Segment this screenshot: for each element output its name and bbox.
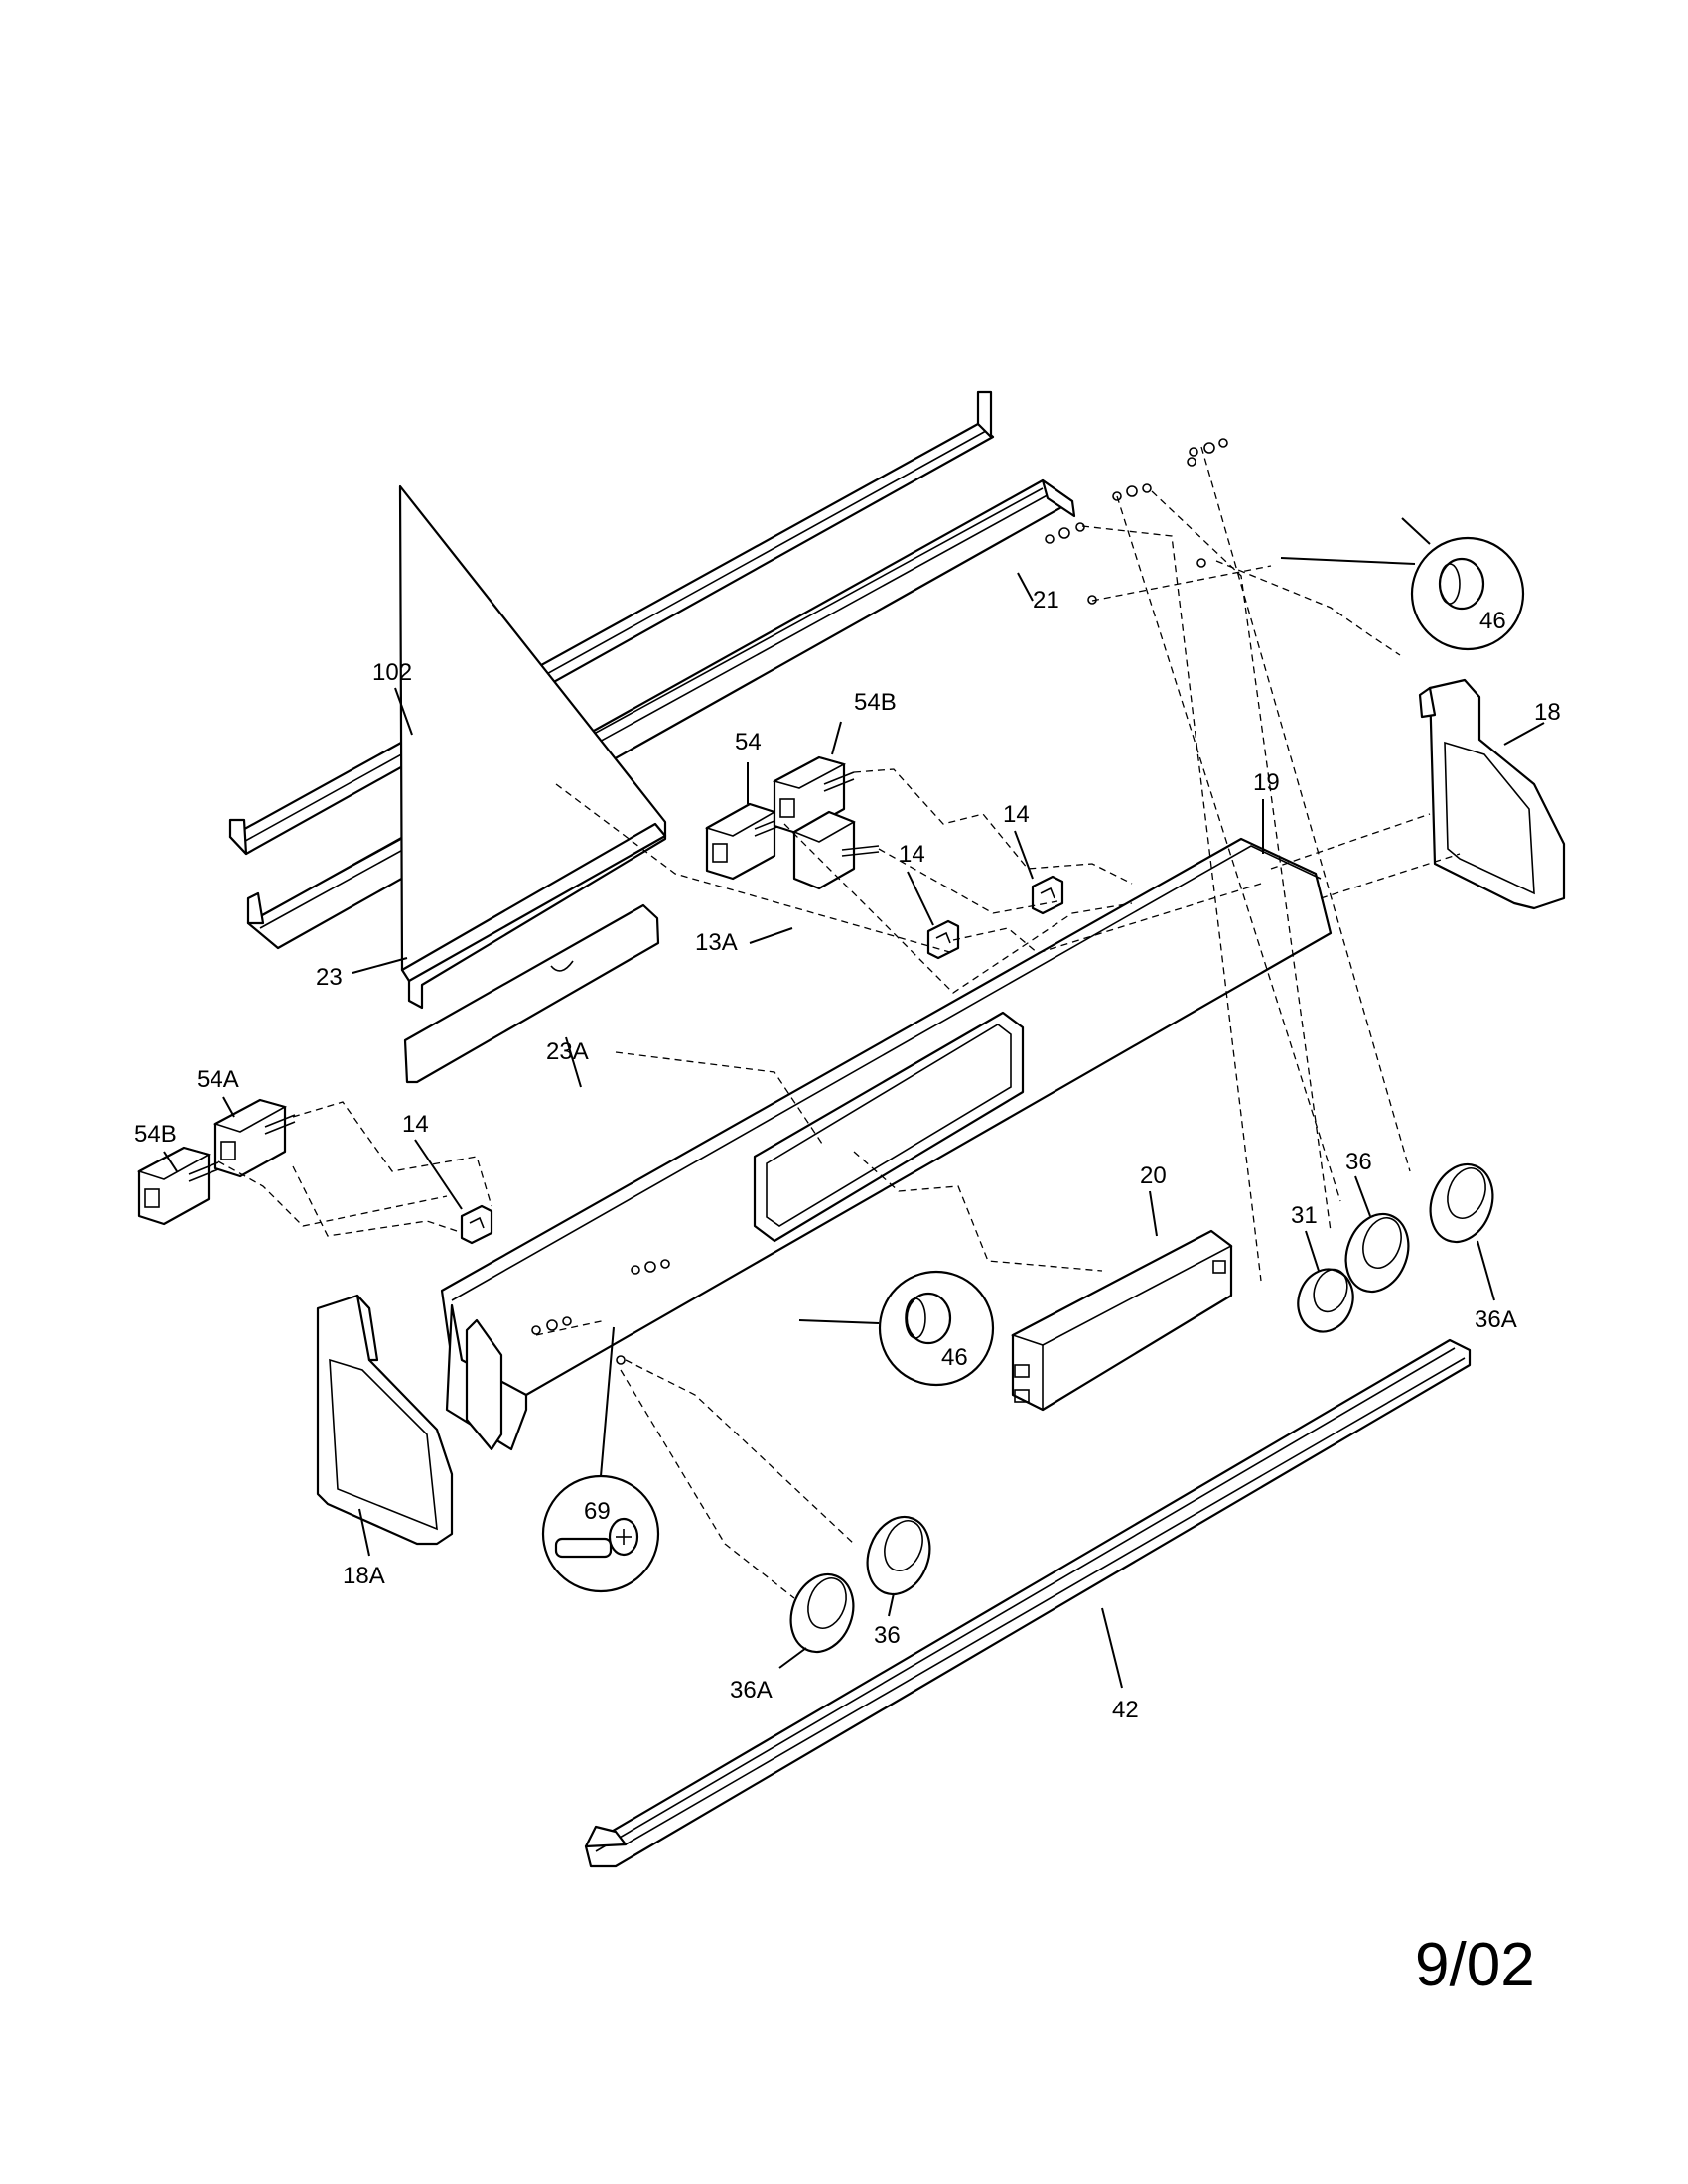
callout-54: 54 bbox=[735, 729, 762, 755]
part-46-detail-mid bbox=[798, 1270, 995, 1387]
callout-13a: 13A bbox=[695, 929, 738, 956]
part-46-detail-right bbox=[1280, 517, 1525, 651]
part-14-clip-b bbox=[926, 919, 960, 960]
callout-23: 23 bbox=[316, 964, 343, 991]
callout-21: 21 bbox=[1033, 587, 1059, 614]
callout-19: 19 bbox=[1253, 769, 1280, 796]
callout-31: 31 bbox=[1291, 1202, 1318, 1229]
part-31-knob bbox=[1297, 1268, 1354, 1333]
part-19-control-panel bbox=[440, 837, 1333, 1451]
leader-lines bbox=[163, 572, 1545, 1689]
callout-54b-left: 54B bbox=[134, 1121, 177, 1148]
callout-46-right: 46 bbox=[1479, 608, 1506, 634]
part-14-clip-a bbox=[1031, 875, 1064, 915]
part-36-knob-bottom bbox=[866, 1515, 931, 1596]
part-21-rear-channel bbox=[246, 478, 1076, 950]
callout-46-mid: 46 bbox=[941, 1344, 968, 1371]
part-69-screw-detail bbox=[541, 1326, 660, 1593]
callout-14-a: 14 bbox=[1003, 801, 1030, 828]
callout-labels: 102 21 54 54B 14 14 19 18 13A 23 23A 54A… bbox=[134, 587, 1561, 1723]
part-14-clip-c bbox=[460, 1204, 493, 1245]
part-42-lower-trim bbox=[584, 1338, 1472, 1868]
part-54-switch bbox=[704, 802, 785, 881]
callout-23a: 23A bbox=[546, 1038, 589, 1065]
part-20-electronic-control bbox=[1010, 1229, 1233, 1412]
callout-36-bottom: 36 bbox=[874, 1622, 901, 1649]
revision-date: 9/02 bbox=[1415, 1931, 1535, 1999]
callout-54b-top: 54B bbox=[854, 689, 897, 716]
callout-54a: 54A bbox=[197, 1066, 239, 1093]
callout-42: 42 bbox=[1112, 1697, 1139, 1723]
part-54a-switch bbox=[212, 1098, 296, 1178]
callout-18a: 18A bbox=[343, 1563, 385, 1589]
part-54b-switch-left bbox=[136, 1146, 219, 1226]
callout-69: 69 bbox=[584, 1498, 611, 1525]
part-36-knob-right bbox=[1344, 1212, 1410, 1294]
part-23-bracket bbox=[398, 484, 667, 1010]
panel-holes bbox=[531, 438, 1228, 1365]
callout-102: 102 bbox=[372, 659, 412, 686]
callout-14-b: 14 bbox=[899, 841, 925, 868]
callout-36a-right: 36A bbox=[1475, 1306, 1517, 1333]
part-23a-bracket bbox=[403, 903, 660, 1084]
callout-20: 20 bbox=[1140, 1162, 1167, 1189]
callout-14-c: 14 bbox=[402, 1111, 429, 1138]
part-36a-knob-bottom bbox=[789, 1572, 855, 1654]
part-18-right-end-cap bbox=[1418, 678, 1566, 910]
part-36a-knob-right bbox=[1429, 1162, 1494, 1244]
part-18a-left-end-cap bbox=[316, 1294, 454, 1546]
callout-36-right: 36 bbox=[1345, 1149, 1372, 1175]
assembly-lines bbox=[217, 446, 1461, 1599]
callout-18: 18 bbox=[1534, 699, 1561, 726]
callout-36a-bottom: 36A bbox=[730, 1677, 773, 1704]
part-13a-switch bbox=[792, 810, 880, 890]
